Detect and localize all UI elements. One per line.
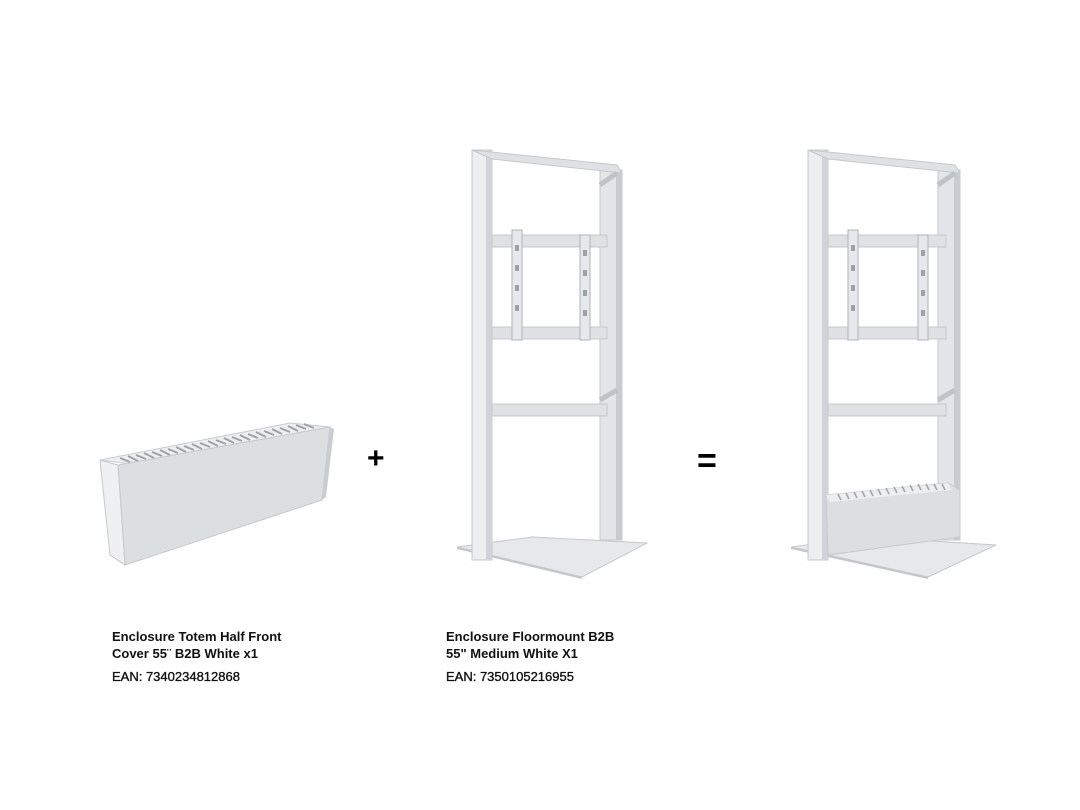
product-ean: EAN: 7340234812868	[112, 669, 240, 684]
product-name-line2: 55" Medium White X1	[446, 646, 578, 661]
plus-sign: +	[367, 442, 385, 475]
product-ean: EAN: 7350105216955	[446, 669, 574, 684]
assembled-totem-image	[790, 149, 997, 579]
product-caption-floormount: Enclosure Floormount B2B 55" Medium Whit…	[446, 628, 614, 685]
floormount-frame-image	[456, 149, 649, 579]
product-name-line1: Enclosure Totem Half Front	[112, 629, 282, 644]
product-name-line2: Cover 55¨ B2B White x1	[112, 646, 258, 661]
half-front-cover-image	[99, 422, 334, 566]
product-caption-cover: Enclosure Totem Half Front Cover 55¨ B2B…	[112, 628, 282, 685]
equals-sign: =	[697, 442, 717, 480]
product-name-line1: Enclosure Floormount B2B	[446, 629, 615, 644]
